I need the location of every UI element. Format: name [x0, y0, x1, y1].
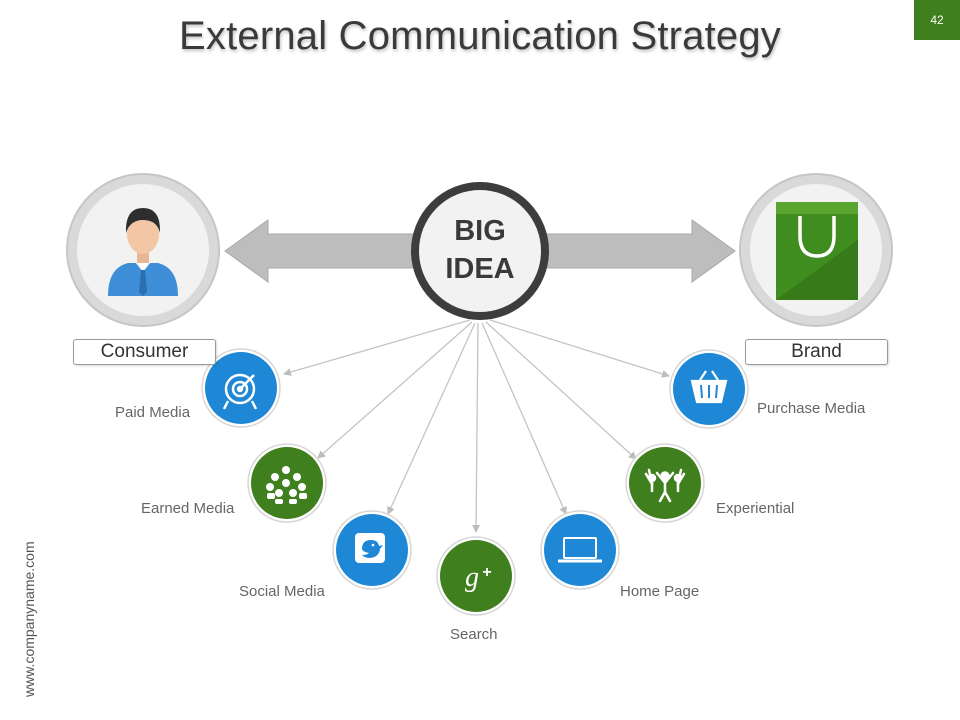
people-group-icon — [266, 466, 307, 504]
connector-home-page — [481, 322, 567, 515]
connector-search — [472, 322, 481, 533]
channel-node-home-page — [540, 510, 620, 590]
channel-label-search: Search — [450, 626, 498, 643]
page-title: External Communication Strategy — [178, 14, 782, 58]
channel-label-social-media: Social Media — [239, 583, 325, 600]
twitter-bird-icon — [355, 533, 385, 563]
channel-label-earned-media: Earned Media — [141, 500, 235, 517]
brand-label: Brand — [745, 339, 888, 365]
target-icon — [222, 373, 258, 410]
connector-experiential — [485, 321, 637, 460]
businessman-icon — [108, 208, 178, 296]
crowd-cheering-icon — [644, 468, 686, 503]
big-idea-text: BIG IDEA — [420, 212, 540, 288]
plus-icon: + — [482, 564, 491, 581]
connector-social-media — [387, 322, 476, 515]
consumer-label: Consumer — [73, 339, 216, 365]
channel-node-purchase-media — [669, 349, 749, 429]
channel-node-experiential — [625, 443, 705, 523]
channel-label-paid-media: Paid Media — [115, 404, 191, 421]
page-number: 42 — [914, 0, 960, 40]
channel-label-home-page: Home Page — [620, 583, 700, 600]
channel-node-paid-media — [201, 348, 281, 428]
big-idea-line2: IDEA — [445, 253, 515, 285]
big-idea-node — [411, 182, 549, 320]
shopping-basket-icon — [690, 370, 728, 404]
big-idea-line1: BIG — [454, 215, 506, 247]
connector-paid-media — [283, 319, 471, 376]
channel-node-social-media — [332, 510, 412, 590]
google-plus-icon: g — [465, 562, 479, 593]
laptop-icon — [558, 537, 602, 563]
connector-purchase-media — [489, 319, 670, 378]
brand-node — [739, 173, 893, 327]
connector-earned-media — [317, 321, 473, 459]
channel-label-experiential: Experiential — [716, 500, 795, 517]
channel-node-search: g + — [436, 536, 516, 616]
consumer-node — [66, 173, 220, 327]
connector-lines — [283, 319, 670, 533]
channel-label-purchase-media: Purchase Media — [757, 400, 866, 417]
channel-node-earned-media — [247, 443, 327, 523]
shopping-bag-icon — [776, 202, 858, 300]
